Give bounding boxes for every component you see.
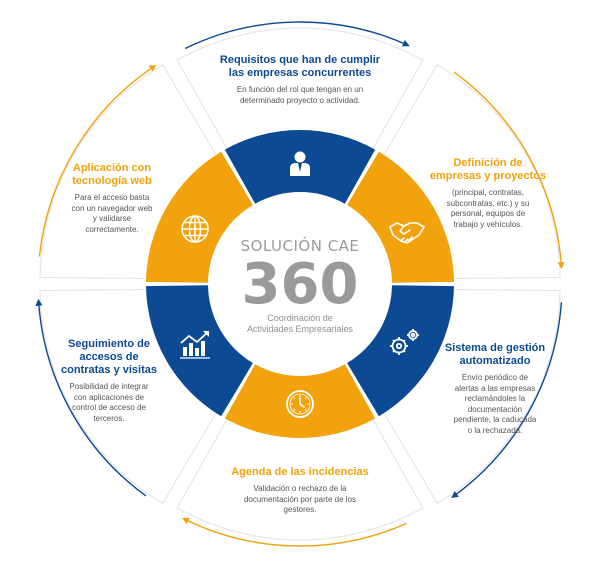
cycle-arrow [451, 302, 563, 499]
segment-title-line: contratas y visitas [61, 364, 157, 376]
desc-line: determinado proyecto o actividad. [239, 95, 361, 105]
center-number: 360 [242, 252, 359, 317]
outer-arrows [35, 21, 565, 547]
segment-sistema: Sistema de gestión automatizado Envío pe… [435, 342, 555, 436]
ring-segment-sistema [347, 285, 454, 417]
segment-definicion: Definición de empresas y proyectos (prin… [425, 157, 551, 230]
segment-title-line: tecnología web [72, 175, 152, 187]
segment-title-line: Seguimiento de [68, 338, 150, 350]
desc-line: trabajo y vehículos. [453, 219, 523, 229]
segment-title-line: automatizado [459, 355, 531, 367]
segment-title-line: Definición de [453, 157, 523, 169]
segment-title-line: Sistema de gestión [444, 342, 546, 354]
desc-line: En función del rol que tengan en un [236, 85, 364, 94]
cycle-arrow [182, 517, 407, 547]
center-subtitle-line1: Coordinación de [267, 313, 333, 323]
desc-line: gestores. [283, 505, 317, 514]
desc-line: o la rechazada. [467, 425, 523, 435]
gears-icon [390, 329, 419, 355]
desc-line: terceros. [93, 413, 125, 423]
desc-line: Para el acceso basta [74, 193, 150, 202]
segment-title-line: Agenda de las incidencias [231, 466, 369, 478]
segment-title-line: Aplicación con [72, 162, 152, 174]
desc-line: con aplicaciones de [73, 392, 145, 402]
desc-line: alertas a las empresas [454, 383, 536, 393]
segment-desc: (principal, contratas, subcontratas, etc… [425, 188, 551, 230]
segment-desc: Para el acceso basta con un navegador we… [52, 193, 172, 235]
worker-icon [290, 151, 310, 176]
desc-line: Posibilidad de integrar [69, 382, 149, 391]
desc-line: documentación por parte de los [243, 494, 357, 504]
segment-desc: Envío periódico de alertas a las empresa… [435, 373, 555, 436]
segment-aplicacion: Aplicación con tecnología web Para el ac… [52, 162, 172, 235]
ring-segment-definicion [347, 151, 454, 283]
desc-line: documentación [467, 404, 523, 414]
center-heading: SOLUCIÓN CAE [241, 236, 360, 255]
segment-title-line: las empresas concurrentes [228, 67, 372, 79]
globe-icon [181, 215, 209, 243]
desc-line: control de acceso de [72, 403, 146, 412]
segment-requisitos: Requisitos que han de cumplir las empres… [205, 54, 395, 106]
segment-title-line: Requisitos que han de cumplir [219, 54, 381, 66]
cycle-arrow [35, 298, 147, 497]
cycle-arrow [184, 21, 410, 50]
segment-desc: Validación o rechazo de la documentación… [205, 484, 395, 516]
segment-icons [180, 151, 425, 418]
segment-title-line: accesos de [79, 351, 139, 363]
desc-line: Validación o rechazo de la [253, 484, 347, 493]
segment-title-line: empresas y proyectos [429, 170, 547, 182]
segment-desc: En función del rol que tengan en un dete… [205, 85, 395, 106]
desc-line: personal, equipos de [450, 209, 526, 218]
desc-line: con un navegador web [71, 203, 153, 213]
desc-line: pendiente, la caducada [453, 415, 537, 424]
desc-line: y validarse [92, 214, 132, 223]
desc-line: correctamente. [85, 224, 139, 234]
segment-seguimiento: Seguimiento de accesos de contratas y vi… [46, 338, 172, 424]
center-subtitle-line2: Actividades Empresariales [247, 324, 354, 334]
clock-icon [286, 390, 314, 418]
cycle-arrow [453, 71, 565, 270]
handshake-icon [389, 222, 425, 244]
cycle-arrow [38, 64, 157, 257]
desc-line: (principal, contratas, [451, 188, 525, 197]
center-disc [209, 193, 391, 375]
chart-icon [180, 331, 210, 359]
center-label: SOLUCIÓN CAE 360 Coordinación de Activid… [241, 236, 360, 334]
desc-line: reclamándoles la [464, 394, 526, 403]
segment-agenda: Agenda de las incidencias Validación o r… [205, 466, 395, 516]
ring-segment-seguimiento [146, 285, 253, 417]
segment-desc: Posibilidad de integrar con aplicaciones… [46, 382, 172, 424]
desc-line: Envío periódico de [461, 373, 529, 382]
desc-line: subcontratas, etc.) y su [446, 198, 530, 208]
